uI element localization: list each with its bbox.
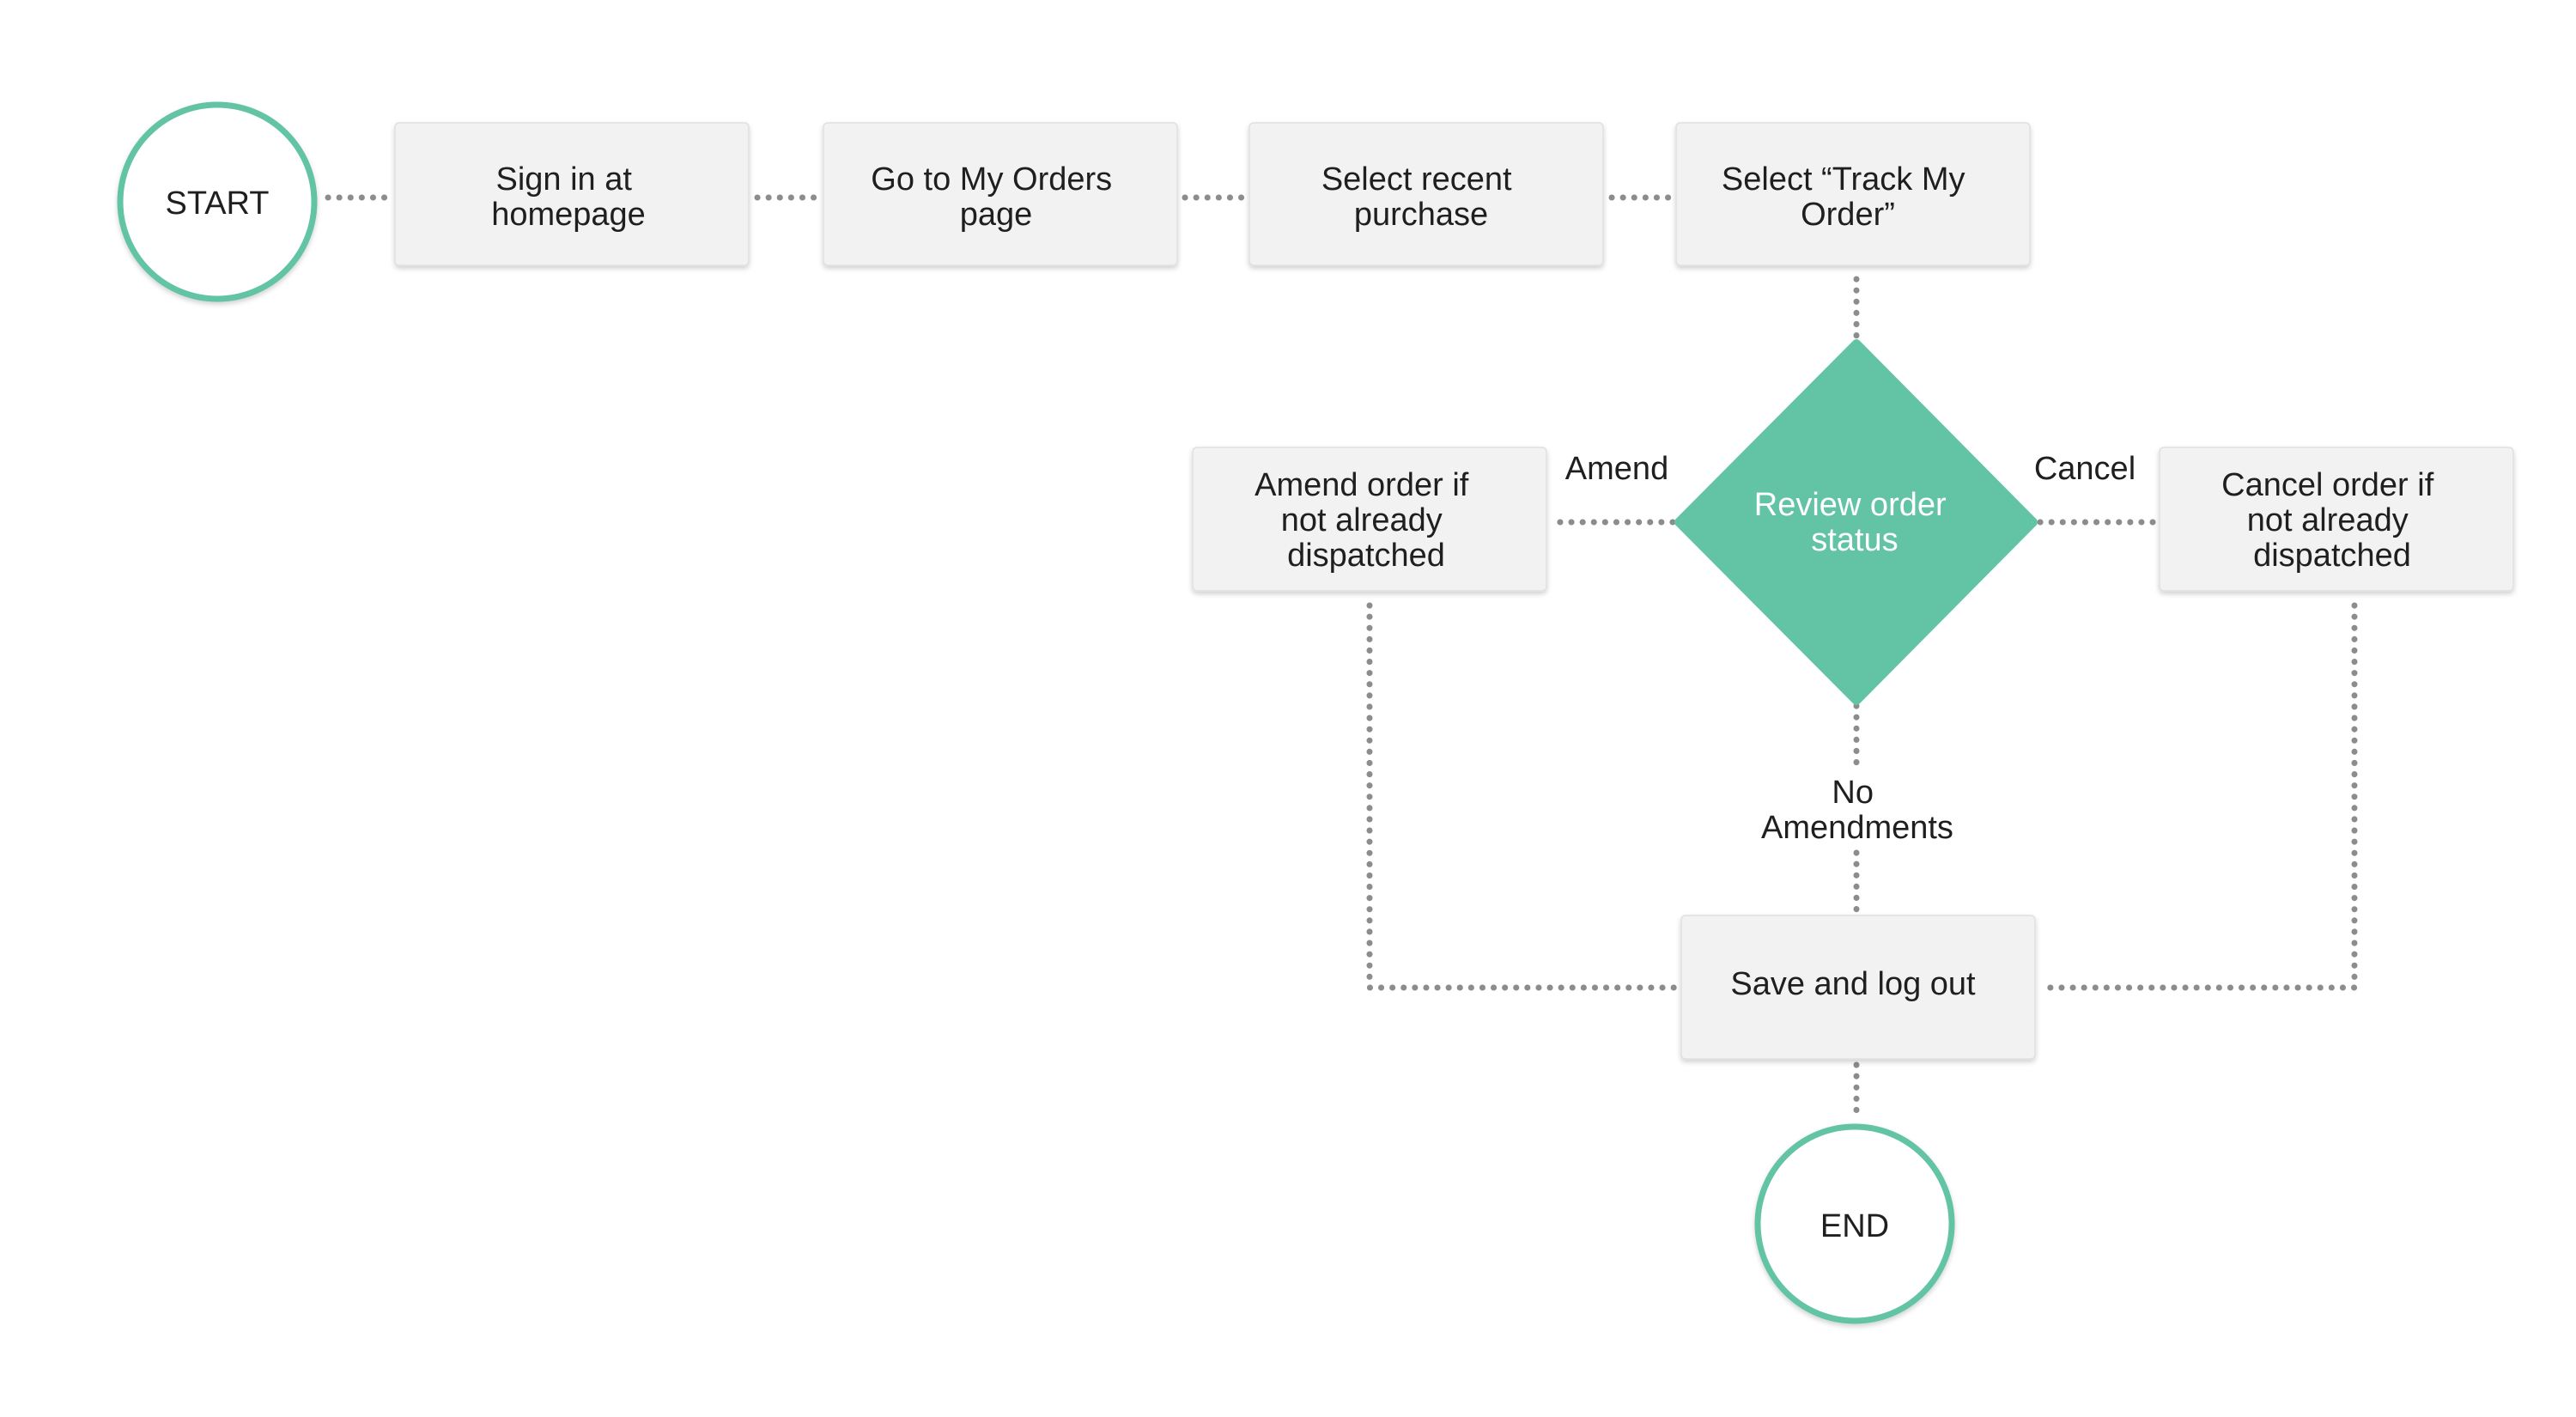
svg-text:Amend order if not alrea: Amend order if not already dispatched	[1255, 467, 1478, 574]
my-orders-step: Go to My Orders page	[823, 122, 1178, 266]
sign-in-step-line2: homepage	[491, 197, 646, 233]
svg-text:Sign in at homepage: Sign in at homepage	[491, 161, 646, 233]
save-logout-label: Save and log out	[1730, 966, 1976, 1002]
review-status-line2: status	[1811, 522, 1898, 558]
amend-order-step-line2: not already	[1281, 502, 1443, 538]
svg-text:Select recent purchase: Select recent purchase	[1321, 161, 1521, 233]
track-order-step: Select “Track My Order”	[1675, 122, 2031, 266]
review-status-decision: Review order status	[1674, 339, 2038, 705]
track-order-step-line2: Order”	[1801, 197, 1895, 233]
connectors	[325, 194, 2358, 1124]
edge-label-no-amendments: No Amendments	[1761, 775, 1953, 846]
svg-text:Select “Track My Order”: Select “Track My Order”	[1722, 161, 1974, 233]
save-logout-step: Save and log out	[1680, 915, 2036, 1060]
connector-cancel-save	[2042, 602, 2358, 991]
svg-text:Cancel order if not alre: Cancel order if not already dispatched	[2221, 467, 2443, 574]
sign-in-step: Sign in at homepage	[394, 122, 750, 266]
edge-label-cancel: Cancel	[2034, 451, 2136, 487]
my-orders-step-line2: page	[960, 197, 1033, 233]
cancel-order-step: Cancel order if not already dispatched	[2159, 447, 2514, 592]
cancel-order-step-line2: not already	[2247, 502, 2409, 538]
cancel-order-step-line3: dispatched	[2253, 538, 2411, 574]
end-label: END	[1820, 1208, 1889, 1244]
my-orders-step-line1: Go to My Orders	[871, 161, 1112, 198]
edge-label-no-amendments-line1: No	[1832, 775, 1874, 811]
review-status-line1: Review order	[1754, 487, 1947, 523]
amend-order-step: Amend order if not already dispatched	[1192, 447, 1547, 592]
start-label: START	[165, 185, 269, 222]
end-node: END	[1754, 1123, 1955, 1324]
select-purchase-step-line1: Select recent	[1321, 161, 1512, 198]
sign-in-step-line1: Sign in at	[495, 161, 632, 198]
amend-order-step-line3: dispatched	[1287, 538, 1445, 574]
cancel-order-step-line1: Cancel order if	[2221, 467, 2434, 503]
track-order-step-line1: Select “Track My	[1722, 161, 1965, 198]
select-purchase-step: Select recent purchase	[1249, 122, 1604, 266]
connector-amend-save	[1366, 602, 1685, 991]
select-purchase-step-line2: purchase	[1354, 197, 1488, 233]
edge-label-no-amendments-line2: Amendments	[1761, 810, 1953, 846]
edge-label-amend: Amend	[1565, 451, 1668, 487]
svg-text:Review order status: Review order status	[1754, 487, 1955, 558]
svg-text:Go to My Orders page: Go to My Orders page	[871, 161, 1121, 233]
start-node: START	[117, 101, 318, 302]
amend-order-step-line1: Amend order if	[1255, 467, 1469, 503]
